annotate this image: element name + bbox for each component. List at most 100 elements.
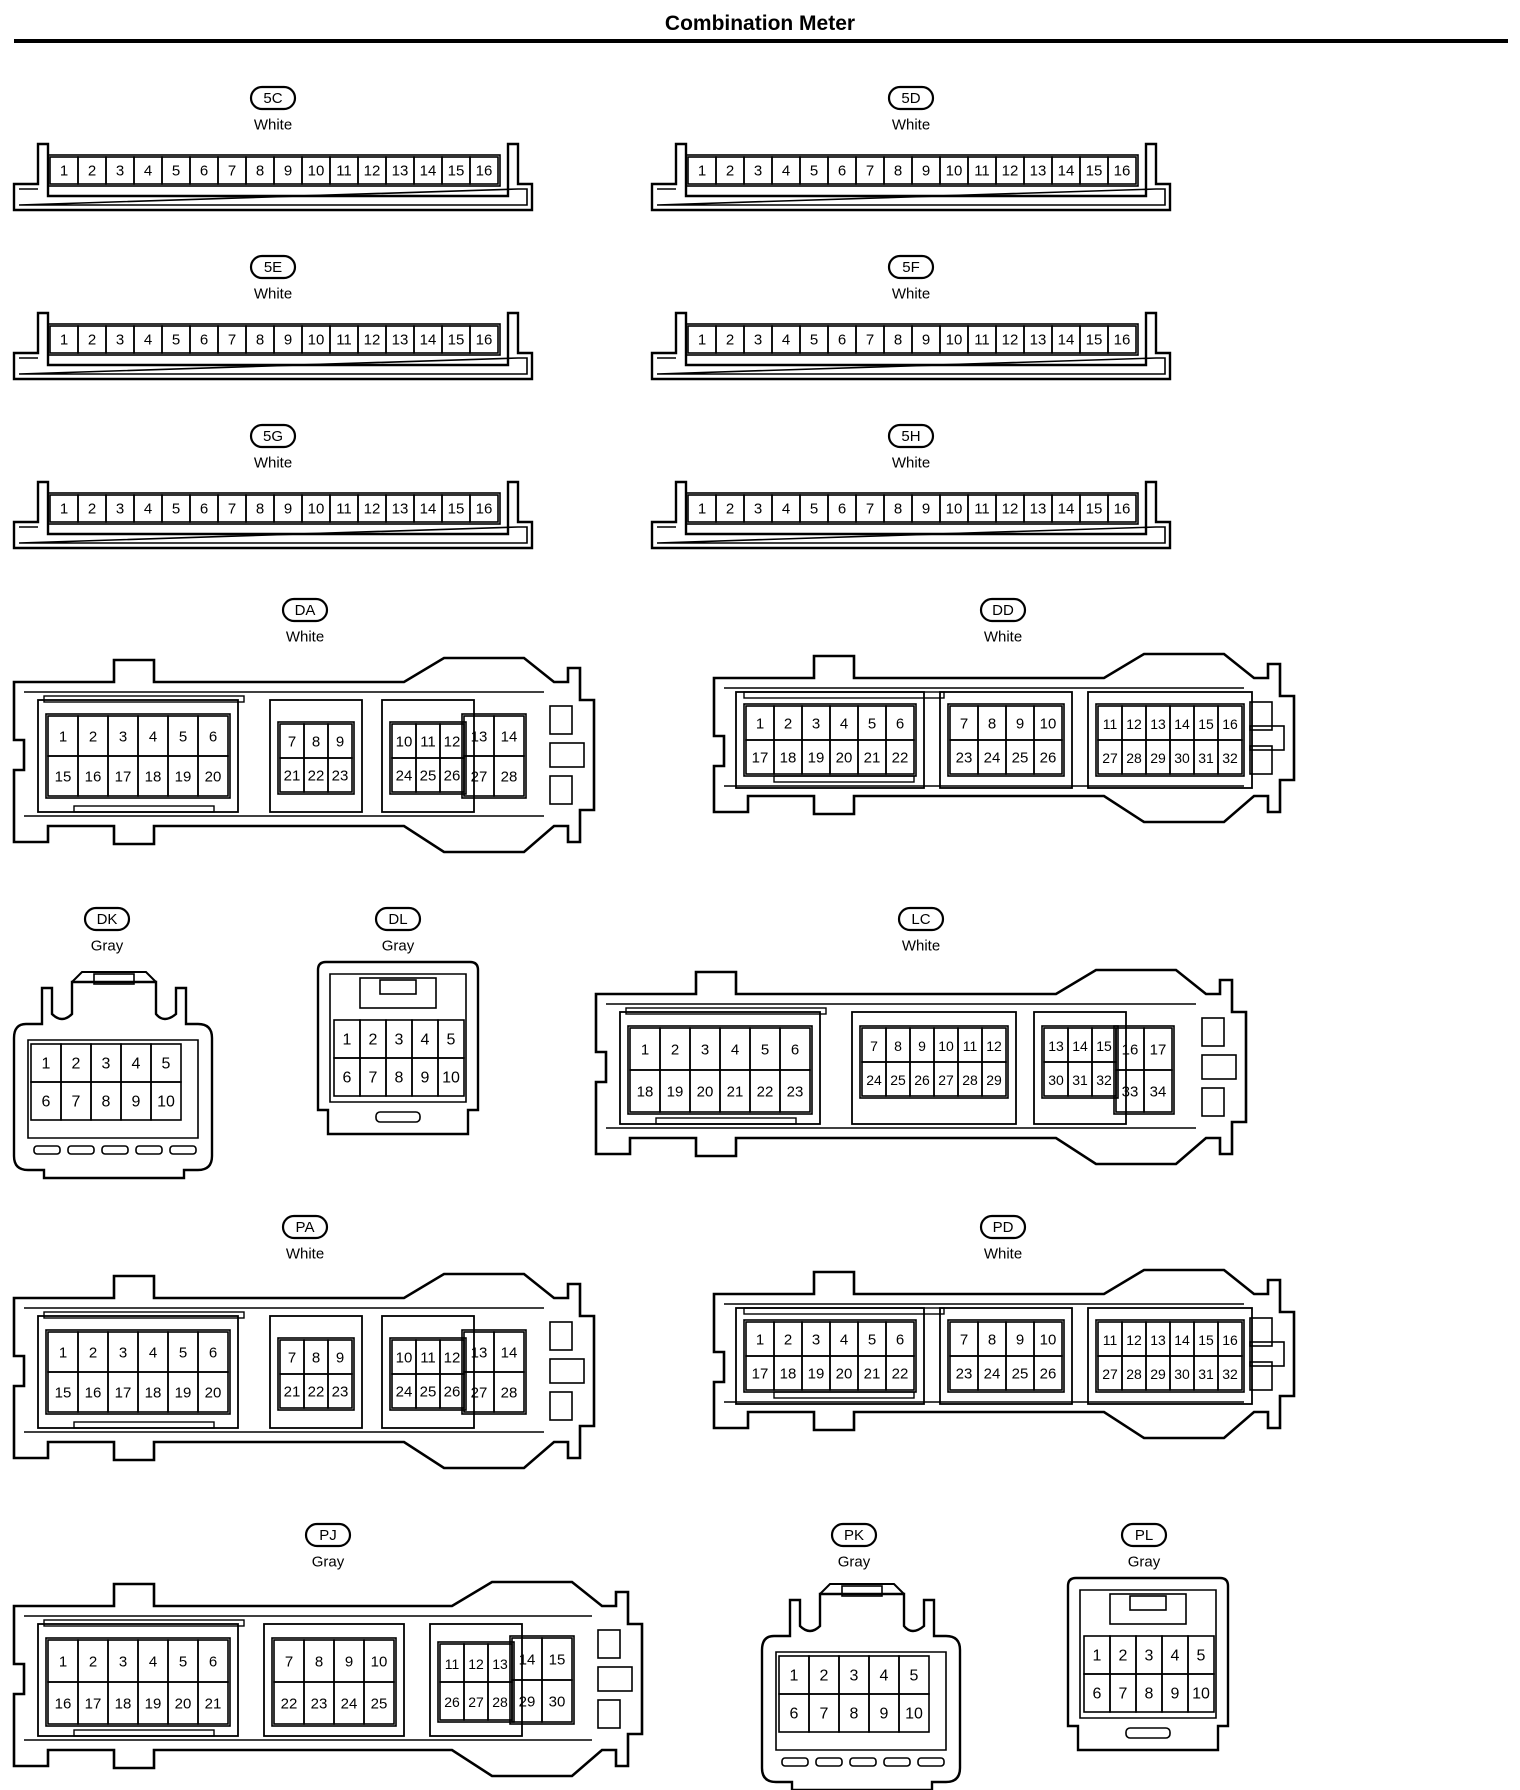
pin-number: 14	[519, 1652, 536, 1669]
pin-number: 27	[1102, 1366, 1118, 1382]
connector-code: 5G	[263, 428, 283, 445]
pin-cell	[981, 1061, 1007, 1097]
pin-number: 8	[312, 1350, 320, 1367]
pin-cell	[541, 1679, 573, 1723]
pin-number: 12	[364, 501, 381, 518]
pin-block-frame	[939, 1307, 1073, 1405]
pin-cell	[1217, 1355, 1243, 1391]
pin-number: 8	[850, 1706, 859, 1723]
pin-block-border	[859, 1025, 1009, 1099]
pin-number: 2	[88, 332, 96, 349]
pin-number: 10	[946, 163, 963, 180]
pin-number: 20	[175, 1696, 192, 1713]
latch-slot	[101, 1145, 129, 1155]
pin-number: 17	[115, 1385, 132, 1402]
pin-number: 15	[1086, 163, 1103, 180]
pin-cell	[1033, 1355, 1063, 1391]
pin-number: 21	[205, 1696, 222, 1713]
pin-number: 22	[757, 1084, 774, 1101]
pin-number: 10	[157, 1094, 175, 1111]
latch-slot	[917, 1757, 945, 1767]
housing-slot	[73, 805, 215, 813]
pin-number: 2	[1119, 1648, 1128, 1665]
housing-slot	[73, 1729, 215, 1737]
pin-block-border	[1113, 1025, 1175, 1115]
housing-inner-line	[18, 526, 528, 544]
pin-number: 7	[228, 501, 236, 518]
pin-cell	[1217, 739, 1243, 775]
housing-inner-line	[24, 1615, 592, 1741]
pin-number: 8	[894, 501, 902, 518]
pin-number: 9	[918, 1038, 926, 1054]
pin-number: 7	[870, 1038, 878, 1054]
pin-number: 16	[476, 332, 493, 349]
connector-color: Gray	[382, 938, 415, 955]
pin-number: 14	[1058, 501, 1075, 518]
pin-number: 8	[988, 1332, 996, 1349]
pin-number: 19	[667, 1084, 684, 1101]
pin-number: 12	[364, 332, 381, 349]
pin-number: 26	[1040, 750, 1057, 767]
pin-number: 11	[420, 734, 436, 751]
housing-inner-line	[606, 1003, 1196, 1129]
pin-number: 6	[209, 1345, 217, 1362]
pin-block-border	[389, 721, 467, 795]
housing-slot	[625, 1007, 827, 1015]
pin-row-frame	[685, 323, 1139, 356]
connector-housing	[316, 960, 480, 1136]
pin-number: 27	[471, 1385, 488, 1402]
pin-cell	[469, 156, 499, 185]
pin-number: 1	[60, 163, 68, 180]
pin-number: 12	[1002, 332, 1019, 349]
pin-number: 6	[200, 501, 208, 518]
pin-number: 3	[812, 716, 820, 733]
pin-number: 4	[149, 729, 157, 746]
pin-number: 5	[868, 716, 876, 733]
connector-housing	[12, 1272, 596, 1470]
pin-number: 9	[1016, 716, 1024, 733]
pin-number: 1	[42, 1056, 51, 1073]
pin-cell	[469, 494, 499, 523]
pin-block-frame	[1087, 1307, 1253, 1405]
pin-cell	[885, 739, 915, 775]
side-latch	[1249, 701, 1273, 731]
pin-cell	[327, 1373, 353, 1409]
pin-number: 32	[1222, 750, 1238, 766]
pin-cell	[150, 1081, 182, 1121]
pin-number: 7	[960, 1332, 968, 1349]
pin-number: 1	[698, 332, 706, 349]
pin-block-border	[277, 1337, 355, 1411]
pin-number: 26	[1040, 1366, 1057, 1383]
pin-number: 5	[810, 501, 818, 518]
pin-number: 8	[256, 332, 264, 349]
pin-number: 27	[468, 1694, 484, 1710]
pin-number: 7	[866, 501, 874, 518]
latch-slot	[33, 1145, 61, 1155]
pin-number: 7	[1119, 1686, 1128, 1703]
pin-block-border	[277, 721, 355, 795]
pin-number: 28	[1126, 1366, 1142, 1382]
pin-number: 11	[1103, 1332, 1118, 1348]
pin-number: 28	[1126, 750, 1142, 766]
side-latch	[597, 1666, 633, 1692]
pin-number: 10	[1040, 716, 1057, 733]
housing-slot	[743, 1307, 945, 1315]
pin-number: 1	[756, 716, 764, 733]
pin-number: 5	[179, 729, 187, 746]
pin-number: 4	[840, 1332, 848, 1349]
pin-number: 22	[308, 1384, 325, 1401]
connector-color: Gray	[838, 1554, 871, 1571]
pin-number: 10	[371, 1654, 388, 1671]
pin-block-border	[389, 1337, 467, 1411]
pin-number: 16	[476, 501, 493, 518]
pin-number: 15	[1198, 1332, 1214, 1348]
latch-slot	[781, 1757, 809, 1767]
side-latch	[549, 742, 585, 768]
pin-number: 6	[200, 163, 208, 180]
pin-number: 24	[984, 750, 1001, 767]
connector-code: 5D	[901, 90, 920, 107]
pin-block-frame	[381, 699, 475, 813]
